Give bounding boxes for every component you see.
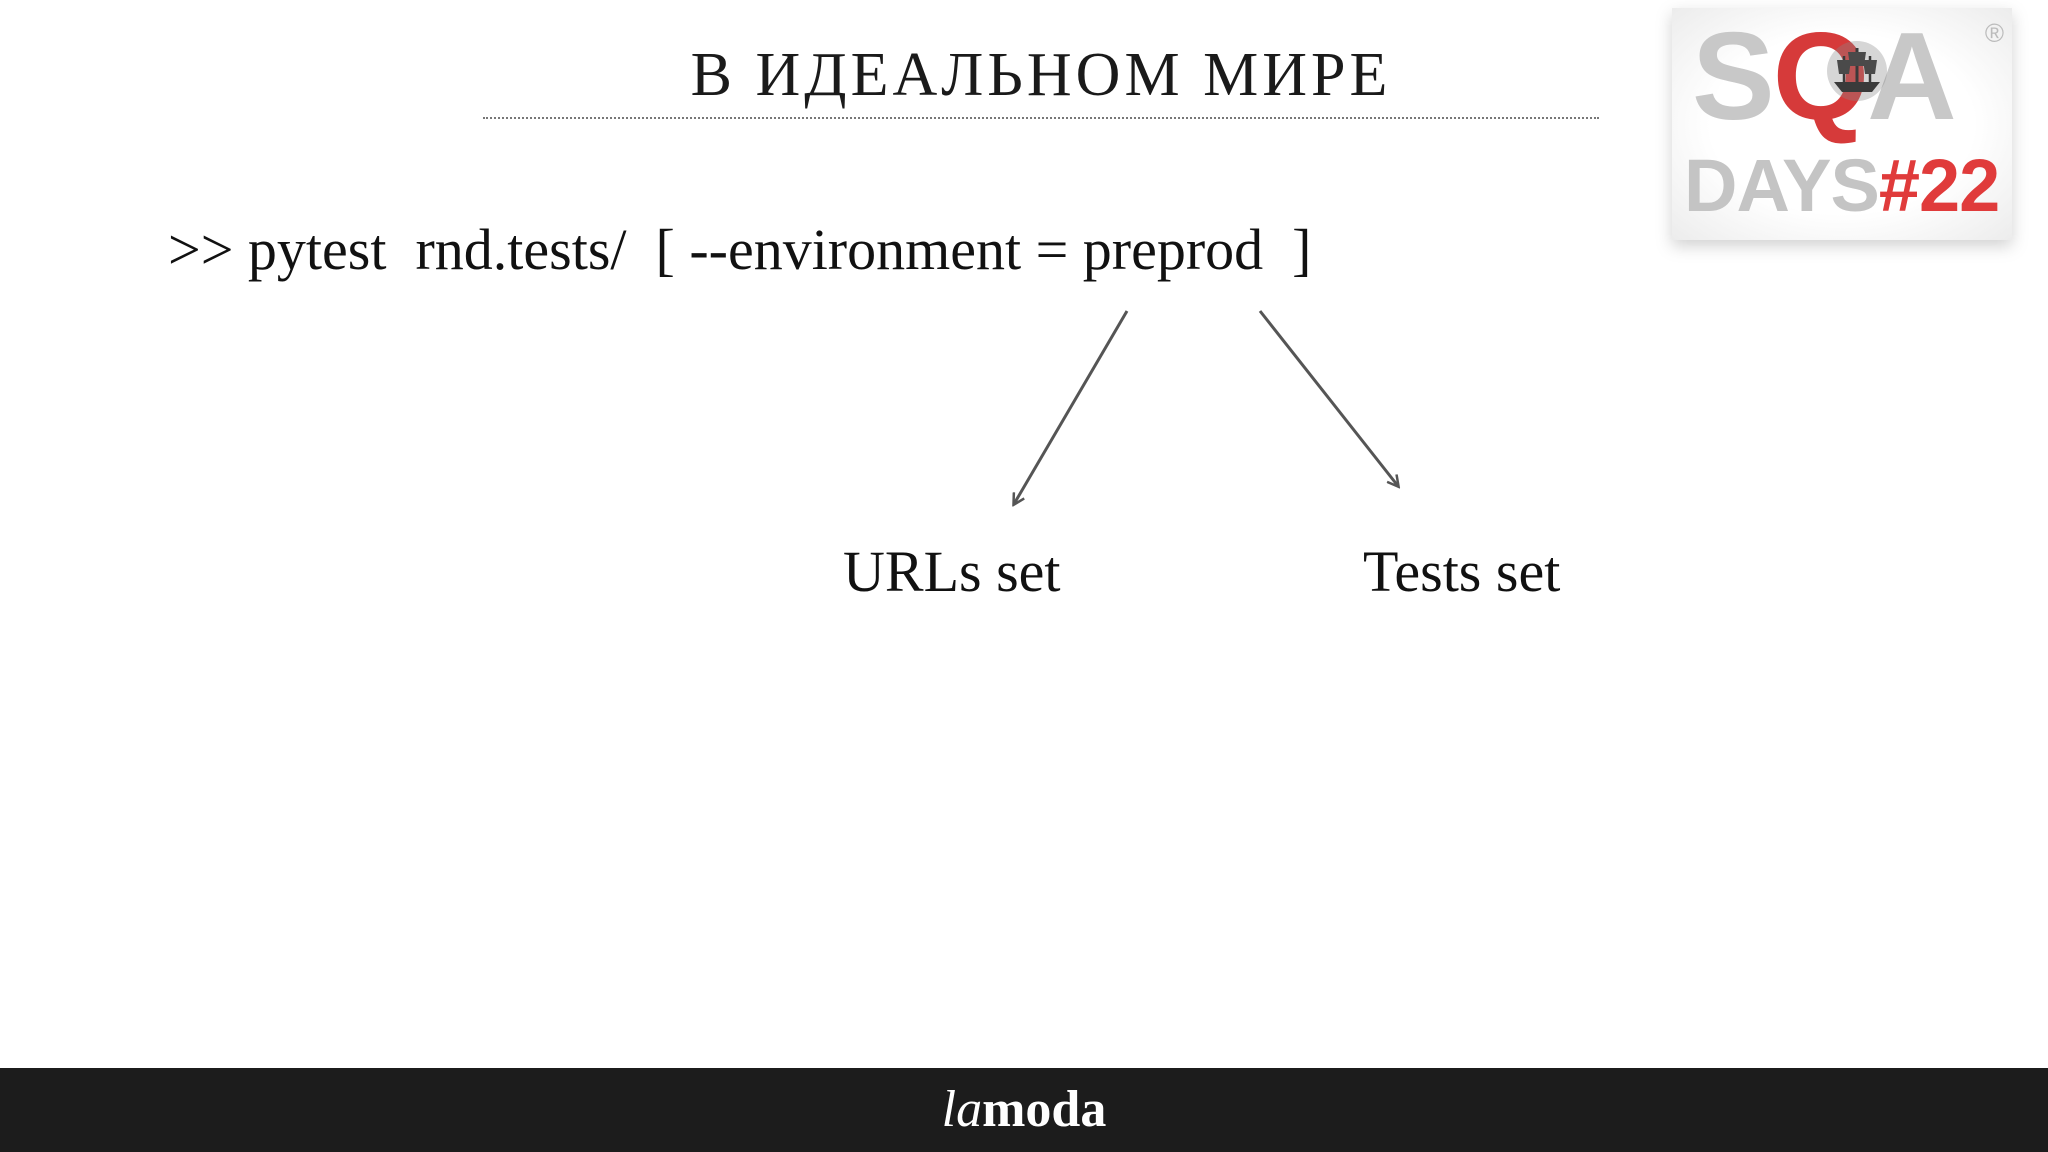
logo-days-number: #22 [1878, 144, 2000, 227]
brand-moda: moda [982, 1081, 1107, 1138]
lamoda-logo: lamoda [942, 1082, 1107, 1138]
sqa-days-logo: SQA ® DAYS#22 [1672, 8, 2012, 240]
logo-sqa-text: SQA [1692, 12, 1957, 142]
logo-letter-q: Q [1772, 8, 1869, 146]
logo-days-word: DAYS [1684, 144, 1880, 227]
tests-set-label: Tests set [1363, 539, 1561, 604]
footer-bar: lamoda [0, 1068, 2048, 1152]
arrow-to-tests [1258, 310, 1398, 486]
registered-mark: ® [1984, 18, 2004, 48]
logo-letter-s: S [1692, 8, 1775, 146]
logo-days-text: DAYS#22 [1684, 144, 2000, 227]
urls-set-label: URLs set [843, 539, 1061, 604]
brand-la: la [941, 1081, 983, 1138]
title-divider [483, 117, 1599, 119]
slide-title: В ИДЕАЛЬНОМ МИРЕ [690, 41, 1392, 109]
pytest-command: >> pytest rnd.tests/ [ --environment = p… [168, 217, 1312, 282]
logo-letter-a: A [1867, 8, 1957, 146]
ship-icon [1827, 41, 1887, 101]
arrow-to-urls [1014, 310, 1129, 504]
